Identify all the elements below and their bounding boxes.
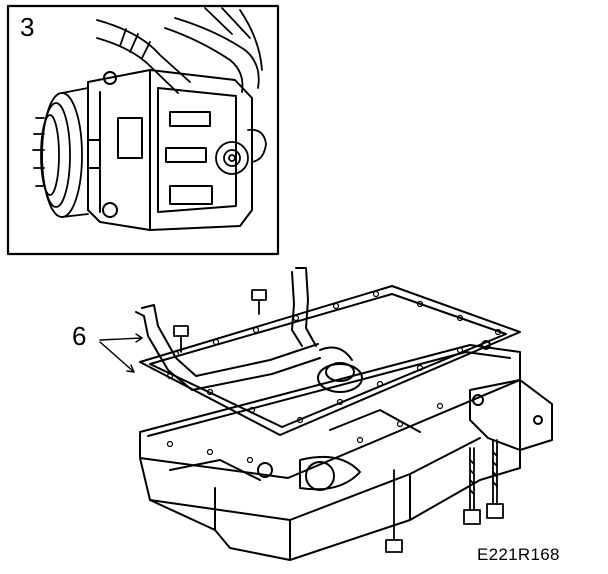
callout-leaders <box>99 333 143 373</box>
bolts <box>173 289 504 553</box>
gasket-bolt-holes <box>166 290 502 424</box>
compressor-hoses <box>96 7 263 94</box>
inset-number-label: 3 <box>20 12 35 42</box>
inset-frame <box>6 4 280 256</box>
long-bolt-left <box>463 447 481 525</box>
oil-pan-housing <box>139 344 521 561</box>
compressor-body <box>87 69 253 231</box>
long-bolt-right <box>486 439 504 519</box>
oil-pan-gasket <box>139 285 521 436</box>
figure-code-label: E221R168 <box>477 545 560 564</box>
compressor-pulley <box>32 87 89 218</box>
callout-number-label: 6 <box>72 321 87 351</box>
compressor-fitting <box>215 128 267 175</box>
oil-pickup-tube <box>135 267 363 393</box>
inset-panel <box>6 4 280 256</box>
left-bolt <box>173 325 189 353</box>
top-bolt <box>251 289 267 315</box>
bottom-bolt <box>385 469 403 553</box>
rear-mounting-bracket <box>469 379 553 451</box>
pan-flange-holes <box>166 402 444 464</box>
